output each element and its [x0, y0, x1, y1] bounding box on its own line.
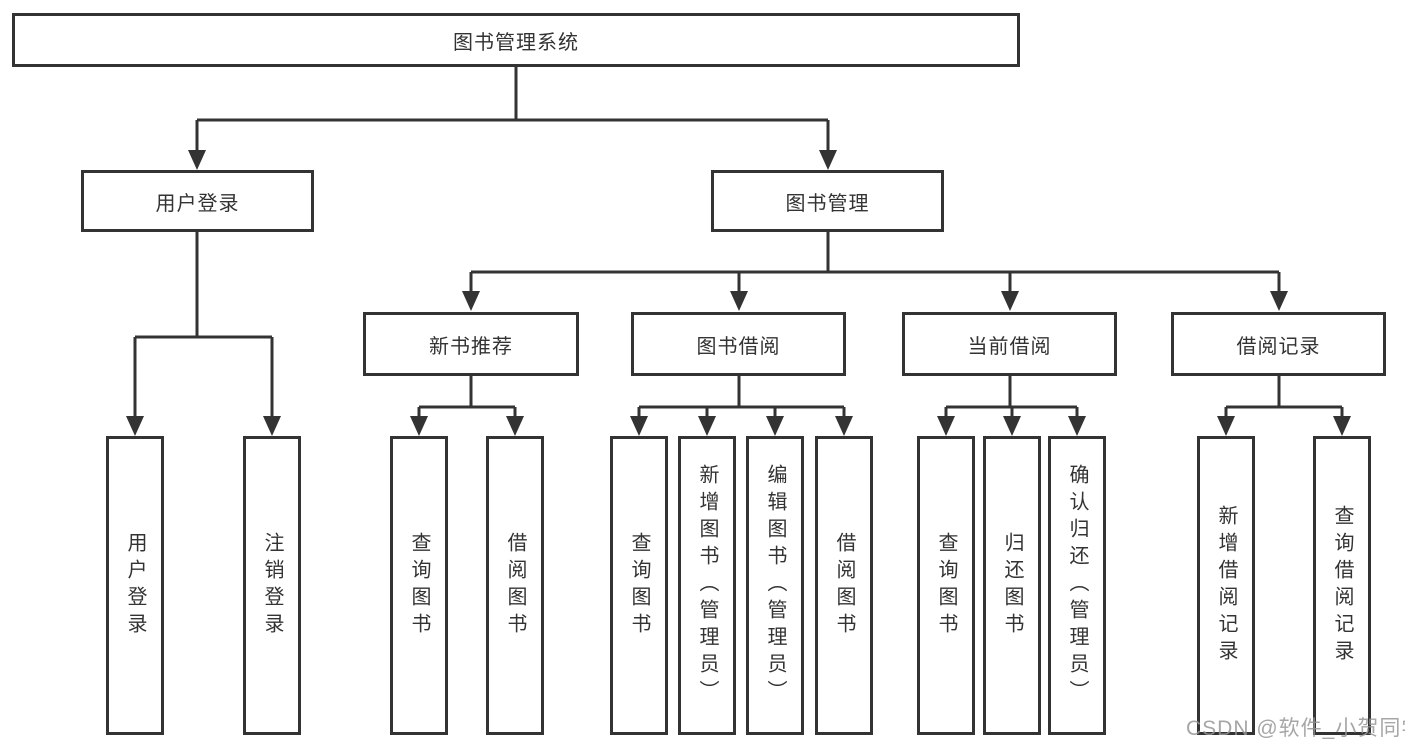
- leaf-return-books: 归还图书: [983, 436, 1041, 735]
- node-borrow-record-label: 借阅记录: [1236, 335, 1321, 358]
- arrow-down-icon: [410, 416, 428, 436]
- arrow-down-icon: [835, 416, 853, 436]
- leaf-user-login: 用户登录: [106, 436, 164, 735]
- arrow-down-icon: [1333, 416, 1351, 436]
- edge-current-borrow-to-leaves: [937, 376, 1086, 436]
- node-user-login-label: 用户登录: [155, 192, 240, 215]
- node-root: 图书管理系统: [12, 13, 1020, 67]
- arrow-down-icon: [630, 416, 648, 436]
- node-book-borrow-label: 图书借阅: [696, 335, 781, 358]
- edge-book-mgmt-to-level2: [462, 232, 1288, 311]
- arrow-down-icon: [698, 416, 716, 436]
- node-current-borrow-label: 当前借阅: [967, 335, 1052, 358]
- node-book-borrow: 图书借阅: [631, 312, 846, 376]
- arrow-down-icon: [1001, 291, 1019, 311]
- node-new-book-recommend: 新书推荐: [363, 312, 579, 376]
- node-user-login: 用户登录: [81, 170, 314, 232]
- leaf-edit-books-admin-label: 编辑图书（管理员）: [764, 464, 786, 707]
- leaf-borrow-query-books: 查询图书: [610, 436, 668, 735]
- leaf-confirm-return-admin-label: 确认归还（管理员）: [1066, 464, 1088, 707]
- leaf-add-borrow-record: 新增借阅记录: [1197, 436, 1255, 735]
- arrow-down-icon: [937, 416, 955, 436]
- node-current-borrow: 当前借阅: [902, 312, 1117, 376]
- arrow-down-icon: [506, 416, 524, 436]
- arrow-down-icon: [188, 150, 206, 170]
- edge-user-login-to-leaves: [126, 232, 281, 436]
- leaf-add-books-admin: 新增图书（管理员）: [678, 436, 736, 735]
- leaf-newbook-borrow-books-label: 借阅图书: [504, 531, 526, 640]
- leaf-newbook-borrow-books: 借阅图书: [486, 436, 544, 735]
- leaf-borrow-books: 借阅图书: [815, 436, 873, 735]
- node-book-management-label: 图书管理: [785, 192, 870, 215]
- arrow-down-icon: [1270, 291, 1288, 311]
- node-root-label: 图书管理系统: [453, 31, 579, 54]
- edge-root-to-level1: [188, 67, 837, 170]
- arrow-down-icon: [1068, 416, 1086, 436]
- arrow-down-icon: [1217, 416, 1235, 436]
- leaf-newbook-query-books: 查询图书: [390, 436, 448, 735]
- leaf-add-borrow-record-label: 新增借阅记录: [1215, 504, 1237, 667]
- csdn-watermark: CSDN @软件_小贺同学: [1186, 717, 1405, 740]
- leaf-logout: 注销登录: [243, 436, 301, 735]
- leaf-current-query-books: 查询图书: [917, 436, 975, 735]
- arrow-down-icon: [766, 416, 784, 436]
- edge-book-borrow-to-leaves: [630, 376, 853, 436]
- node-book-management: 图书管理: [711, 170, 944, 232]
- arrow-down-icon: [819, 150, 837, 170]
- leaf-borrow-books-label: 借阅图书: [833, 531, 855, 640]
- leaf-borrow-query-books-label: 查询图书: [628, 531, 650, 640]
- node-new-book-recommend-label: 新书推荐: [429, 335, 513, 358]
- edge-borrow-record-to-leaves: [1217, 376, 1351, 436]
- arrow-down-icon: [126, 416, 144, 436]
- leaf-return-books-label: 归还图书: [1001, 531, 1023, 640]
- arrow-down-icon: [263, 416, 281, 436]
- arrow-down-icon: [1003, 416, 1021, 436]
- edge-new-book-to-leaves: [410, 376, 524, 436]
- leaf-query-borrow-record: 查询借阅记录: [1313, 436, 1371, 735]
- node-borrow-record: 借阅记录: [1171, 312, 1386, 376]
- leaf-add-books-admin-label: 新增图书（管理员）: [696, 464, 718, 707]
- arrow-down-icon: [462, 291, 480, 311]
- leaf-current-query-books-label: 查询图书: [935, 531, 957, 640]
- leaf-user-login-label: 用户登录: [124, 531, 146, 640]
- leaf-newbook-query-books-label: 查询图书: [408, 531, 430, 640]
- leaf-confirm-return-admin: 确认归还（管理员）: [1048, 436, 1106, 735]
- leaf-logout-label: 注销登录: [261, 531, 283, 640]
- arrow-down-icon: [730, 291, 748, 311]
- leaf-edit-books-admin: 编辑图书（管理员）: [746, 436, 804, 735]
- leaf-query-borrow-record-label: 查询借阅记录: [1331, 504, 1353, 667]
